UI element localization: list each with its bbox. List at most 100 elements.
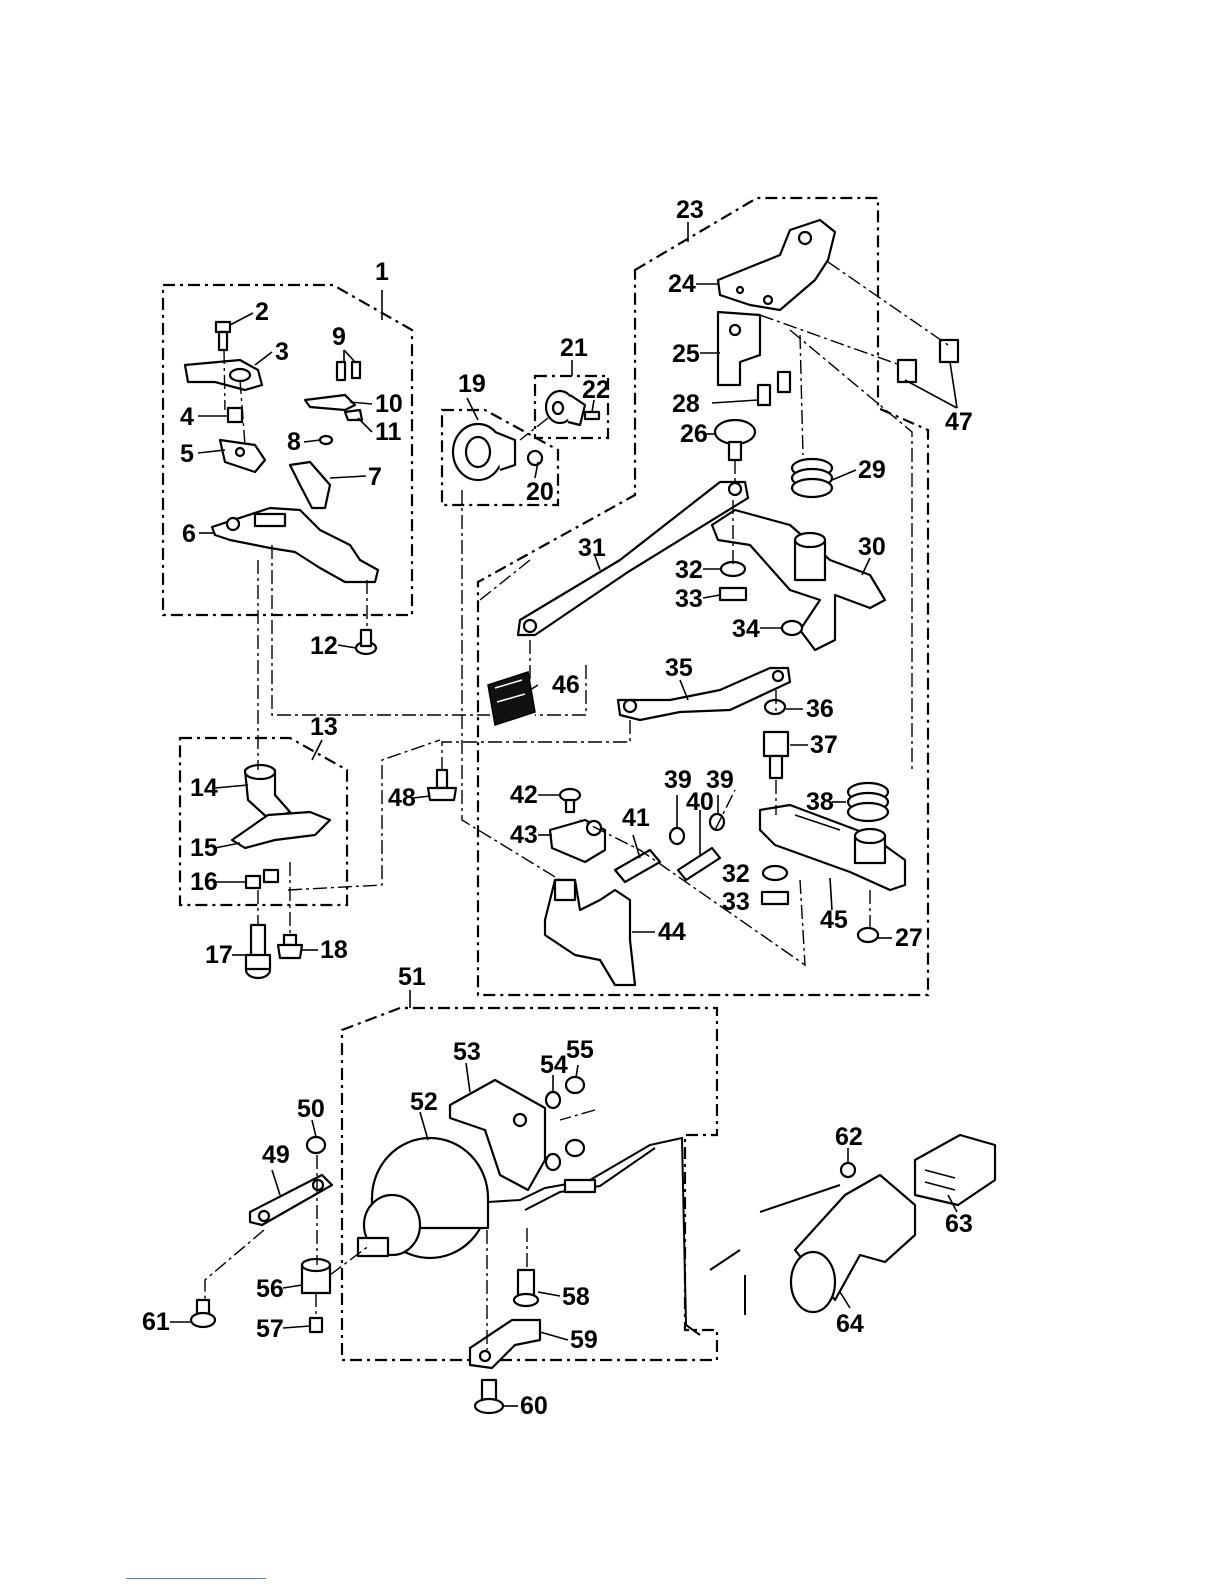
label-63: 63 [945, 1210, 973, 1238]
label-6: 6 [182, 520, 196, 548]
label-27: 27 [895, 924, 923, 952]
footer-divider [126, 1578, 266, 1579]
label-32: 32 [675, 556, 703, 584]
part-60-screw [475, 1380, 503, 1413]
part-2-screw [216, 322, 230, 350]
label-43: 43 [510, 821, 538, 849]
part-64-housing [710, 1175, 915, 1315]
part-36-ring [765, 700, 785, 714]
part-34-ring [782, 621, 802, 635]
label-34: 34 [732, 615, 760, 643]
part-29-spring [792, 459, 832, 497]
label-60: 60 [520, 1392, 548, 1420]
label-9: 9 [332, 323, 346, 351]
part-48-screw [428, 770, 456, 800]
part-42-screw [560, 789, 580, 812]
label-44: 44 [658, 918, 686, 946]
label-52: 52 [410, 1088, 438, 1116]
part-18-screw [278, 935, 302, 958]
label-25: 25 [672, 340, 700, 368]
label-42: 42 [510, 781, 538, 809]
label-2: 2 [255, 298, 269, 326]
label-11: 11 [375, 418, 402, 446]
label-41: 41 [622, 804, 650, 832]
part-5-plate [220, 440, 265, 472]
label-45: 45 [820, 906, 848, 934]
label-37: 37 [810, 731, 838, 759]
part-35-link [618, 668, 790, 720]
label-15: 15 [190, 834, 218, 862]
part-44-base [545, 880, 635, 985]
part-49-link [250, 1175, 332, 1225]
label-33-b: 33 [722, 888, 750, 916]
part-7-lever [290, 462, 330, 508]
label-47: 47 [945, 408, 973, 436]
part-40-pin [678, 848, 720, 880]
part-8-pin [320, 436, 332, 444]
part-22-set-screw [585, 412, 599, 419]
label-30: 30 [858, 533, 886, 561]
label-64: 64 [836, 1310, 864, 1338]
part-19-cam [453, 424, 515, 480]
part-52-solenoid [358, 1138, 488, 1258]
part-6-base-plate [212, 508, 378, 582]
label-16: 16 [190, 868, 218, 896]
label-38: 38 [806, 788, 834, 816]
label-56: 56 [256, 1275, 284, 1303]
label-59: 59 [570, 1326, 598, 1354]
label-17: 17 [205, 941, 233, 969]
label-28: 28 [672, 390, 700, 418]
label-50: 50 [297, 1095, 325, 1123]
label-8: 8 [287, 428, 301, 456]
label-3: 3 [275, 338, 289, 366]
part-25-bracket [718, 312, 760, 385]
label-13: 13 [310, 713, 338, 741]
label-55: 55 [566, 1036, 594, 1064]
part-12-screw [356, 630, 376, 654]
label-14: 14 [190, 774, 218, 802]
label-10: 10 [375, 390, 403, 418]
label-24: 24 [668, 270, 696, 298]
label-49: 49 [262, 1141, 290, 1169]
label-61: 61 [142, 1308, 170, 1336]
part-16-nuts [246, 870, 278, 888]
part-43-bracket [550, 820, 605, 862]
label-7: 7 [368, 463, 382, 491]
part-38-spring [848, 783, 888, 821]
label-51: 51 [398, 963, 426, 991]
label-48: 48 [388, 784, 416, 812]
label-36: 36 [806, 695, 834, 723]
part-41-spring [615, 850, 660, 882]
label-31: 31 [578, 534, 606, 562]
part-9-screws [337, 362, 360, 380]
part-26-knob [715, 420, 755, 460]
label-23: 23 [676, 196, 704, 224]
label-40: 40 [686, 788, 714, 816]
label-58: 58 [562, 1283, 590, 1311]
label-5: 5 [180, 440, 194, 468]
label-12: 12 [310, 632, 338, 660]
label-19: 19 [458, 370, 486, 398]
part-61-screw [191, 1300, 215, 1327]
part-21-collar [546, 391, 585, 425]
label-35: 35 [665, 654, 693, 682]
part-27-ring [858, 928, 878, 942]
label-53: 53 [453, 1038, 481, 1066]
label-57: 57 [256, 1315, 284, 1343]
label-62: 62 [835, 1123, 863, 1151]
part-47-screws [898, 340, 958, 382]
part-14-block [245, 765, 290, 820]
part-28-screws [758, 372, 790, 405]
label-20: 20 [526, 478, 554, 506]
label-26: 26 [680, 420, 708, 448]
label-22: 22 [582, 376, 610, 404]
label-29: 29 [858, 456, 886, 484]
part-57-screw [310, 1318, 322, 1332]
label-1: 1 [375, 258, 389, 286]
label-4: 4 [180, 403, 194, 431]
label-54: 54 [540, 1051, 568, 1079]
part-17-stud [246, 925, 270, 978]
part-24-plate [718, 220, 835, 310]
part-63-connector [915, 1135, 995, 1205]
